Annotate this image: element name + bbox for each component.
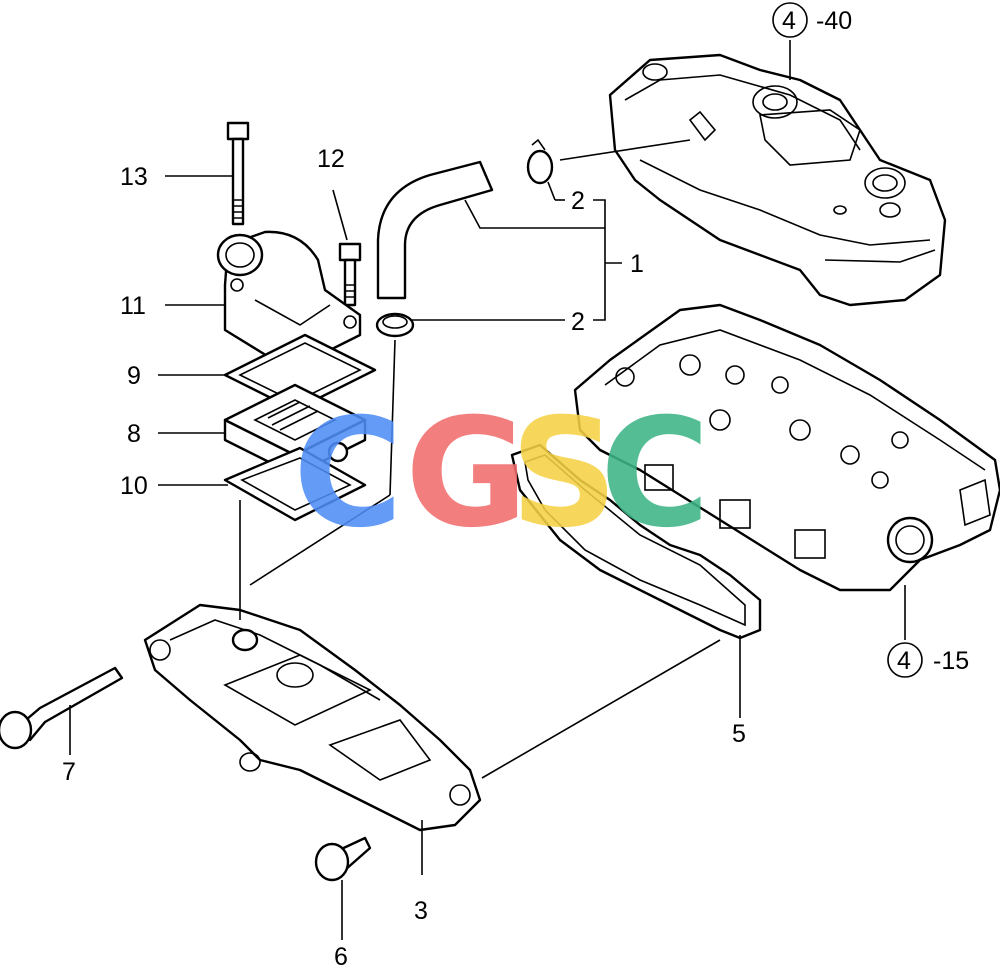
- gasket-10: [223, 446, 367, 522]
- callout-13: 13: [120, 163, 148, 191]
- ref-top-circle-number: 4: [782, 7, 796, 35]
- watermark-letter-2: G: [405, 387, 528, 561]
- callout-1: 1: [630, 250, 644, 278]
- bolt-6: [314, 836, 372, 882]
- intake-manifold: [143, 603, 482, 832]
- watermark-letter-3: S: [510, 387, 618, 561]
- breather-hose: [376, 138, 554, 300]
- bolt-13: [226, 121, 250, 226]
- callout-9: 9: [127, 362, 141, 390]
- watermark-letter-1: C: [293, 387, 403, 561]
- callout-7: 7: [62, 758, 76, 786]
- callout-10: 10: [120, 472, 148, 500]
- callout-3: 3: [414, 897, 428, 925]
- intake-elbow: [216, 230, 362, 372]
- callout-12: 12: [317, 145, 345, 173]
- callout-2-lower: 2: [571, 308, 585, 336]
- callout-5: 5: [732, 720, 746, 748]
- leader-lines: [69, 40, 906, 940]
- cylinder-head: [573, 303, 1000, 592]
- cgsc-watermark: C G S C: [293, 387, 710, 561]
- ref-top: 4 -40: [772, 2, 852, 38]
- ref-top-suffix: -40: [816, 7, 852, 35]
- bolt-12: [338, 242, 362, 307]
- watermark-letter-4: C: [600, 387, 710, 561]
- ref-bottom-suffix: -15: [933, 647, 969, 675]
- callout-8: 8: [127, 420, 141, 448]
- callout-2-upper: 2: [571, 187, 585, 215]
- cylinder-head-cover: [608, 53, 947, 307]
- ref-bottom-circle-number: 4: [897, 647, 911, 675]
- callout-6: 6: [334, 943, 348, 968]
- bolt-7: [0, 666, 124, 750]
- callout-11: 11: [120, 292, 146, 320]
- ref-bottom: 4 -15: [887, 642, 969, 678]
- hose-clamp: [375, 312, 415, 338]
- callout-labels: 13 12 11 9 8 10 2 1 2 7 5 3 6: [62, 145, 746, 968]
